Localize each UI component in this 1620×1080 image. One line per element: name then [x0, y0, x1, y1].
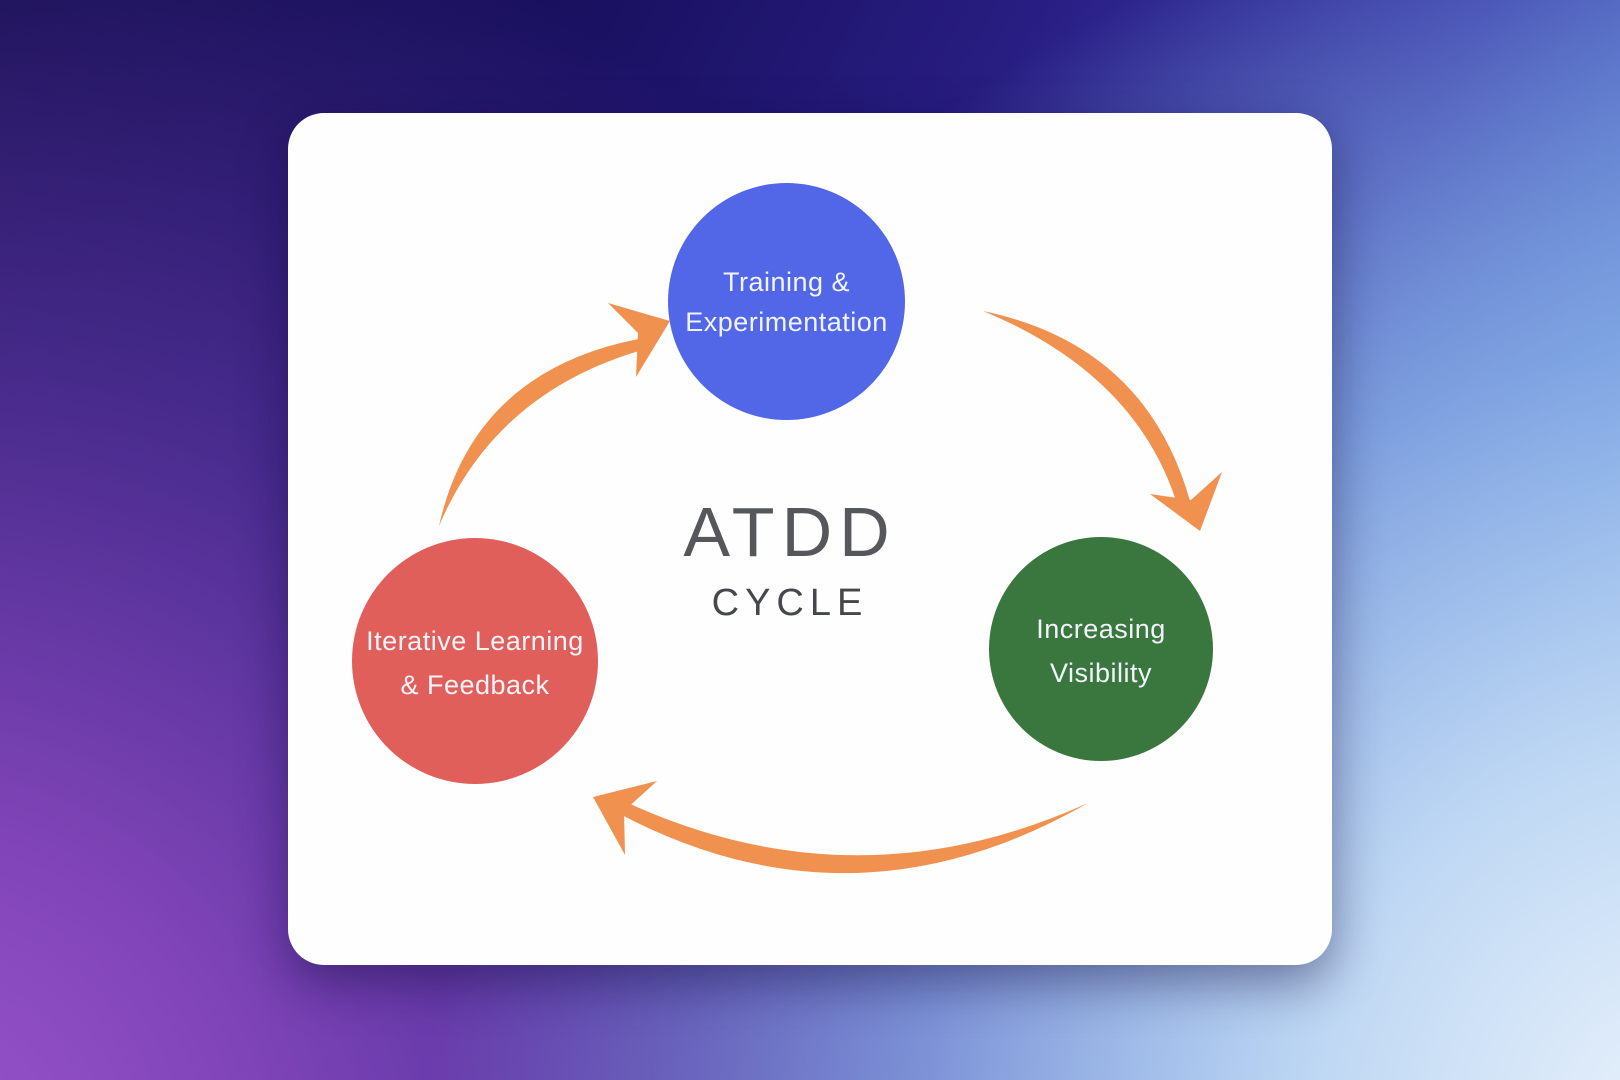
- node-iterative-learning-feedback: Iterative Learning & Feedback: [352, 538, 598, 784]
- diagram-card: Training & Experimentation Increasing Vi…: [288, 113, 1332, 965]
- node-label-line: Experimentation: [685, 306, 888, 337]
- arrow-head-icon: [608, 303, 670, 377]
- node-label-line: & Feedback: [400, 670, 550, 700]
- node-training-experimentation: Training & Experimentation: [668, 183, 905, 420]
- arrow-visibility-to-learning-icon: [593, 781, 1088, 874]
- node-label-line: Increasing: [1036, 614, 1166, 644]
- node-label-line: Iterative Learning: [366, 626, 584, 656]
- arrow-swoosh: [618, 802, 1088, 874]
- arrow-swoosh: [439, 338, 646, 526]
- node-label-line: Training &: [722, 266, 851, 297]
- node-label-line: Visibility: [1049, 658, 1153, 688]
- arrow-head-icon: [1150, 472, 1222, 531]
- arrow-training-to-visibility-icon: [983, 311, 1222, 531]
- node-increasing-visibility: Increasing Visibility: [989, 537, 1213, 761]
- arrow-learning-to-training-icon: [439, 303, 670, 526]
- arrow-swoosh: [983, 311, 1190, 507]
- arrow-head-icon: [593, 781, 657, 855]
